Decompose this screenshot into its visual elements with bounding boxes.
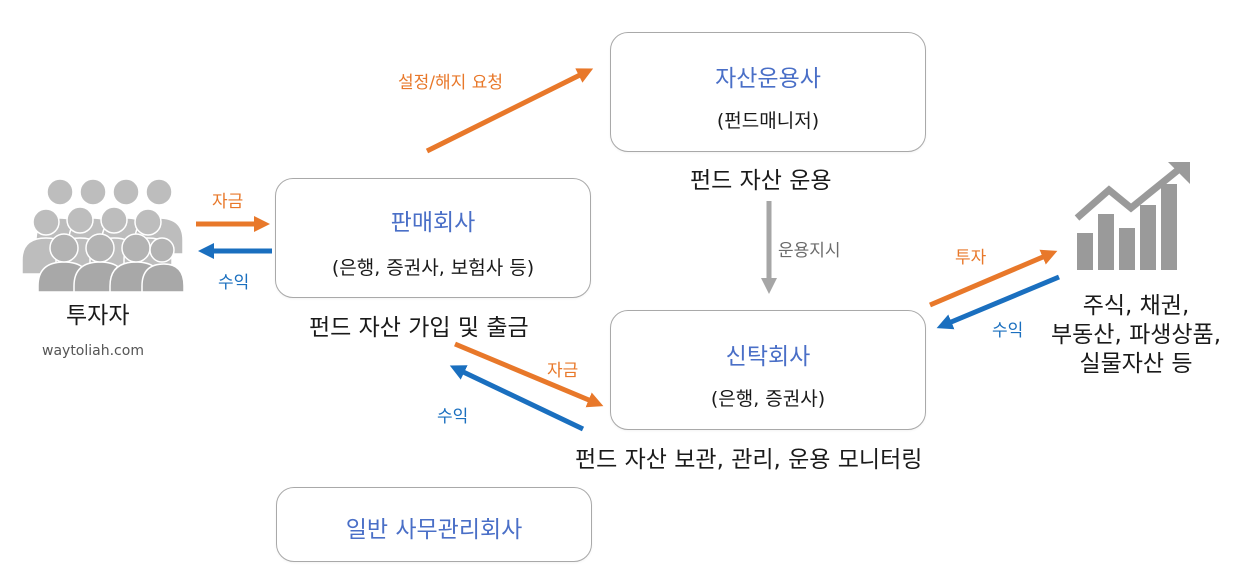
growth-chart-icon <box>1074 162 1190 270</box>
arrow-returns-from-trust <box>449 365 585 432</box>
label-invest: 투자 <box>955 248 987 268</box>
trust-company-caption: 펀드 자산 보관, 관리, 운용 모니터링 <box>575 447 923 473</box>
sales-company-subtitle: (은행, 증권사, 보험사 등) <box>331 257 535 279</box>
label-management-instruction: 운용지시 <box>778 241 841 261</box>
trust-company-title: 신탁회사 <box>725 344 811 370</box>
label-setup-request: 설정/해지 요청 <box>398 73 503 93</box>
asset-manager-subtitle: (펀드매니저) <box>716 110 820 132</box>
asset-manager-title: 자산운용사 <box>715 66 821 92</box>
arrow-invest <box>929 249 1058 308</box>
asset-manager-caption: 펀드 자산 운용 <box>690 168 832 194</box>
investor-group-icon <box>21 178 185 293</box>
arrow-returns-from-assets <box>936 274 1060 330</box>
label-returns-to-investor: 수익 <box>218 273 250 293</box>
asset-manager-box: 자산운용사 (펀드매니저) <box>610 32 926 152</box>
label-returns-from-assets: 수익 <box>992 321 1024 341</box>
admin-company-box: 일반 사무관리회사 <box>276 487 592 562</box>
label-funds-to-trust: 자금 <box>547 361 579 381</box>
sales-company-caption: 펀드 자산 가입 및 출금 <box>309 315 529 341</box>
sales-company-title: 판매회사 <box>390 210 476 236</box>
watermark: waytoliah.com <box>42 343 144 359</box>
trust-company-subtitle: (은행, 증권사) <box>710 388 826 410</box>
assets-line-2: 부동산, 파생상품, <box>1050 322 1222 348</box>
sales-company-box: 판매회사 (은행, 증권사, 보험사 등) <box>275 178 591 298</box>
assets-line-3: 실물자산 등 <box>1079 351 1193 377</box>
label-funds-to-sales: 자금 <box>212 192 244 212</box>
assets-line-1: 주식, 채권, <box>1082 293 1190 319</box>
investor-label: 투자자 <box>66 303 130 329</box>
admin-company-title: 일반 사무관리회사 <box>345 517 523 543</box>
arrow-setup-request <box>425 68 594 154</box>
label-returns-from-trust: 수익 <box>437 407 469 427</box>
trust-company-box: 신탁회사 (은행, 증권사) <box>610 310 926 430</box>
assets-label: 주식, 채권, 부동산, 파생상품, 실물자산 등 <box>1030 292 1242 379</box>
arrow-funds-to-trust <box>454 341 604 408</box>
